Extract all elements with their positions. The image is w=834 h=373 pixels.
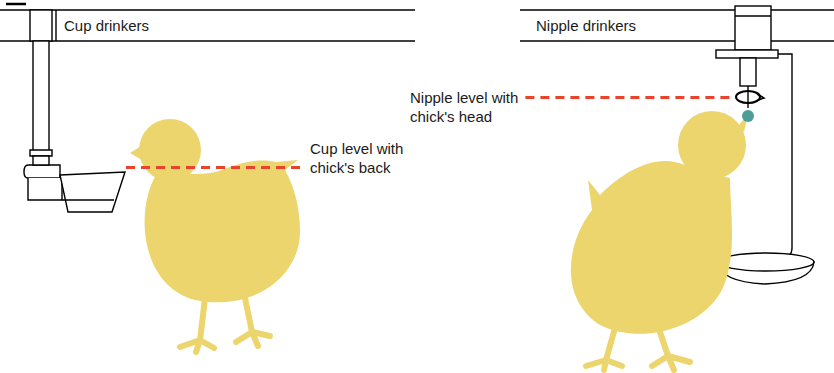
pipe-band: Cup drinkers [64,16,149,35]
chick-right-legs [586,328,690,370]
callout-label: Nipple level with chick's head [410,88,542,126]
chick-right [571,111,748,334]
chick-left [130,119,300,302]
level-line [126,166,303,169]
cup-drinker [24,10,125,212]
cup-pipe [0,10,415,41]
chick-left-legs [180,298,270,352]
pipe-band: Nipple drinkers [536,16,636,35]
drinker-title: Nipple drinkers [536,16,636,35]
water-drop [742,110,754,122]
corner-dash [6,3,26,6]
nipple-pipe [520,10,834,41]
level-line [525,96,734,99]
callout-label: Cup level with chick's back [310,139,432,177]
drinker-title: Cup drinkers [64,16,149,35]
